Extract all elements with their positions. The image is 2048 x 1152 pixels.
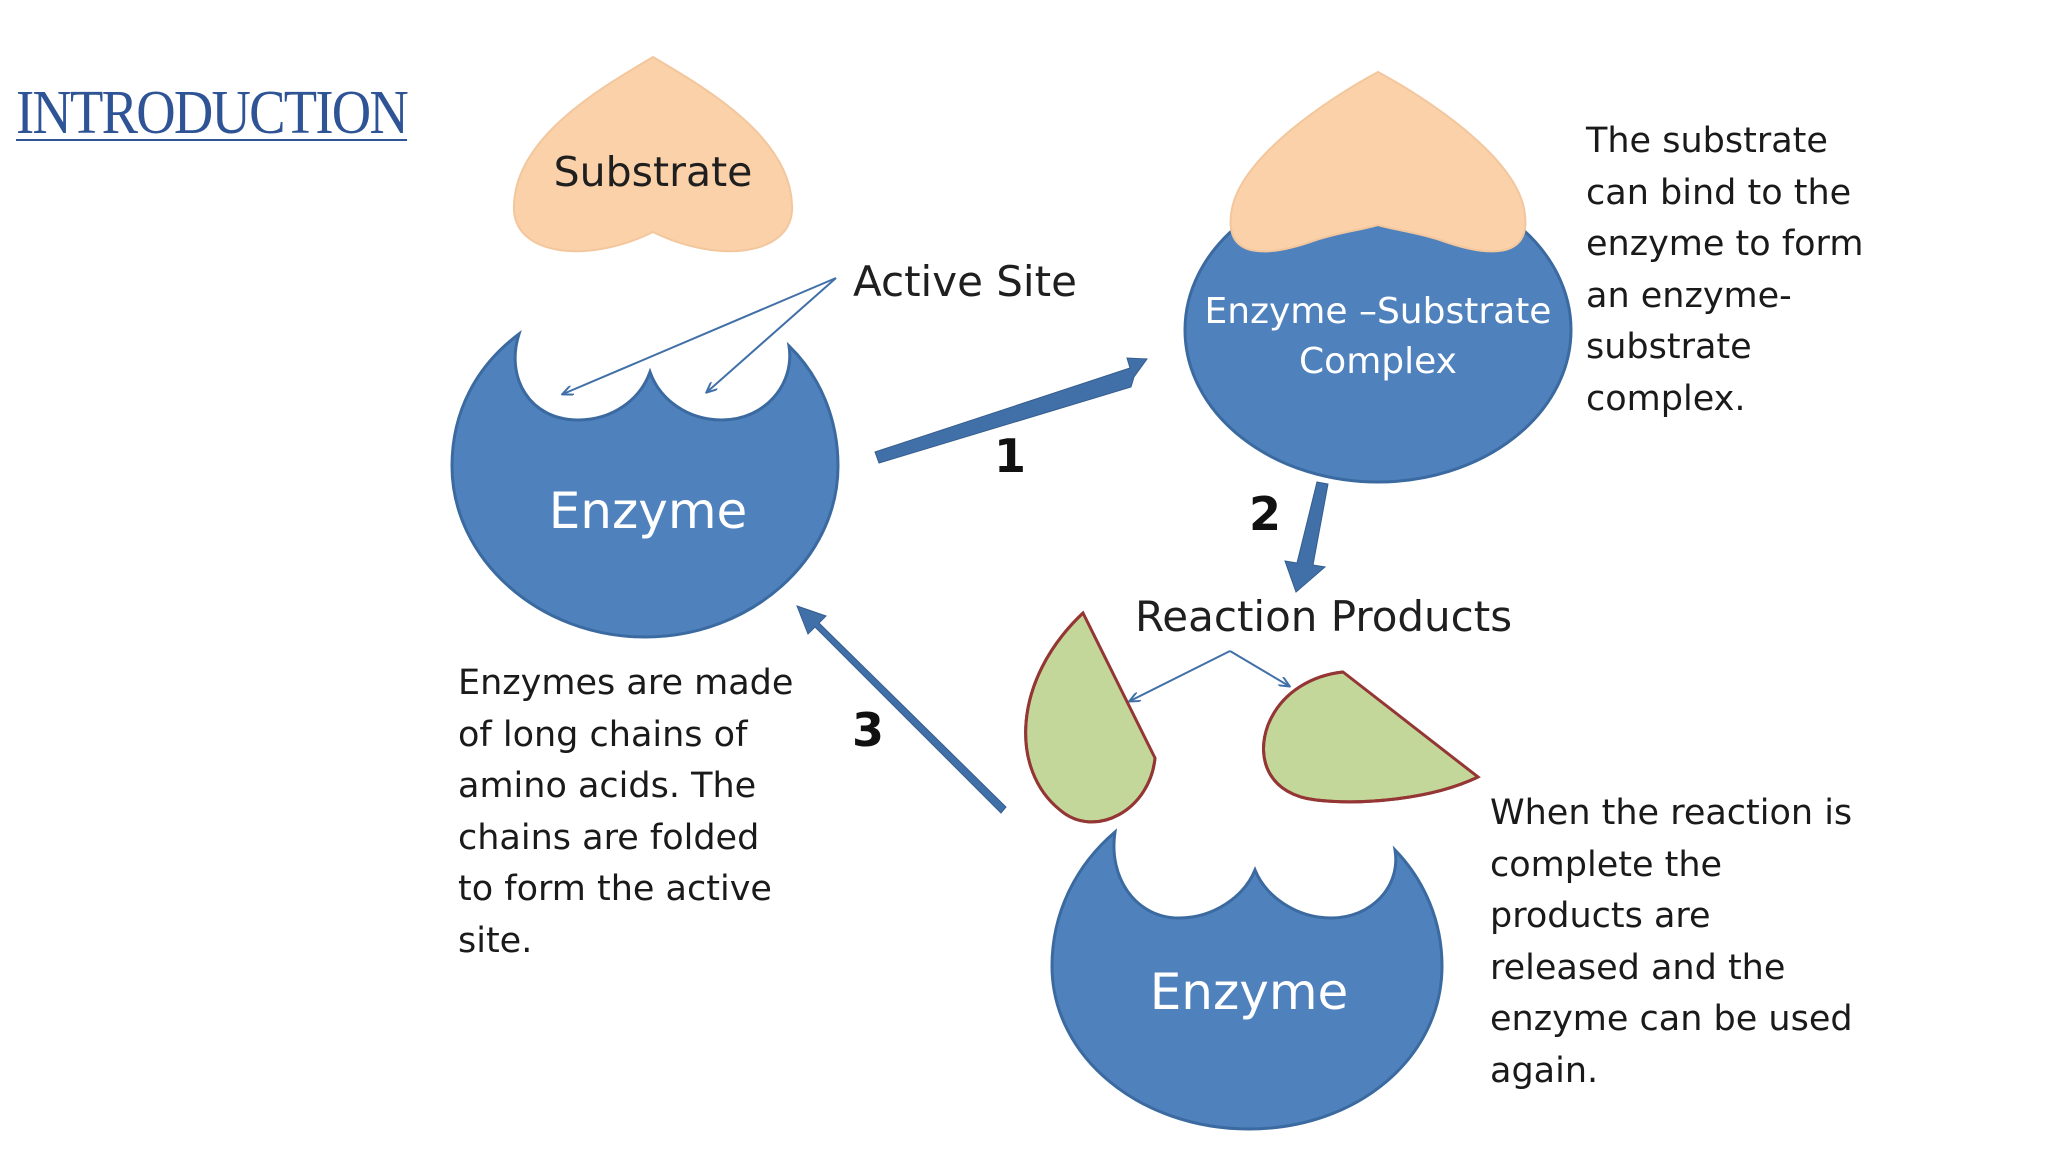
desc-line: Enzymes are made bbox=[458, 663, 794, 703]
step-2-arrow bbox=[1284, 481, 1329, 593]
products-pointer-left bbox=[1130, 650, 1231, 701]
enzyme-bottom-label: Enzyme bbox=[1150, 963, 1349, 1021]
enzyme-description: Enzymes are made of long chains of amino… bbox=[458, 658, 793, 967]
substrate-description: The substrate can bind to the enzyme to … bbox=[1586, 116, 1863, 425]
step-2-label: 2 bbox=[1249, 487, 1281, 541]
desc-line: complete the bbox=[1490, 844, 1723, 885]
desc-line: complex. bbox=[1586, 378, 1746, 419]
desc-line: enzyme to form bbox=[1586, 224, 1864, 264]
desc-line: When the reaction is bbox=[1490, 793, 1853, 833]
product-right-outline bbox=[1262, 670, 1479, 804]
desc-line: site. bbox=[458, 920, 533, 961]
complex-substrate-shape bbox=[1229, 70, 1527, 253]
enzyme-label: Enzyme bbox=[549, 482, 748, 540]
desc-line: again. bbox=[1490, 1050, 1599, 1091]
desc-line: The substrate bbox=[1586, 121, 1828, 161]
step-1-arrow bbox=[874, 357, 1148, 464]
desc-line: can bind to the bbox=[1586, 172, 1852, 213]
desc-line: chains are folded bbox=[458, 817, 760, 858]
desc-line: products are bbox=[1490, 896, 1711, 936]
desc-line: substrate bbox=[1586, 327, 1752, 367]
step-1-label: 1 bbox=[994, 429, 1026, 483]
desc-line: of long chains of bbox=[458, 714, 748, 755]
products-pointer-right bbox=[1229, 650, 1289, 686]
substrate-shape bbox=[512, 55, 794, 253]
complex-label-line1: Enzyme –Substrate bbox=[1205, 291, 1552, 332]
substrate-label: Substrate bbox=[554, 148, 753, 196]
desc-line: released and the bbox=[1490, 947, 1786, 988]
slide-title: INTRODUCTION bbox=[16, 79, 409, 147]
active-site-pointer-1 bbox=[563, 277, 837, 394]
enzyme-shape bbox=[450, 330, 840, 639]
step-3-arrow bbox=[796, 605, 1007, 814]
desc-line: an enzyme- bbox=[1586, 275, 1792, 316]
product-left-shape bbox=[1024, 610, 1157, 824]
step-3-label: 3 bbox=[852, 703, 884, 757]
desc-line: amino acids. The bbox=[458, 766, 757, 806]
complex-label-line2: Complex bbox=[1299, 341, 1457, 382]
active-site-pointer-2 bbox=[707, 277, 837, 392]
desc-line: enzyme can be used bbox=[1490, 999, 1853, 1039]
release-description: When the reaction is complete the produc… bbox=[1490, 788, 1853, 1097]
enzyme-bottom-shape bbox=[1050, 828, 1444, 1131]
reaction-products-label: Reaction Products bbox=[1135, 592, 1512, 641]
desc-line: to form the active bbox=[458, 869, 772, 909]
product-right-shape bbox=[1262, 670, 1481, 804]
product-left-outline bbox=[1024, 611, 1157, 824]
active-site-label: Active Site bbox=[853, 257, 1077, 306]
